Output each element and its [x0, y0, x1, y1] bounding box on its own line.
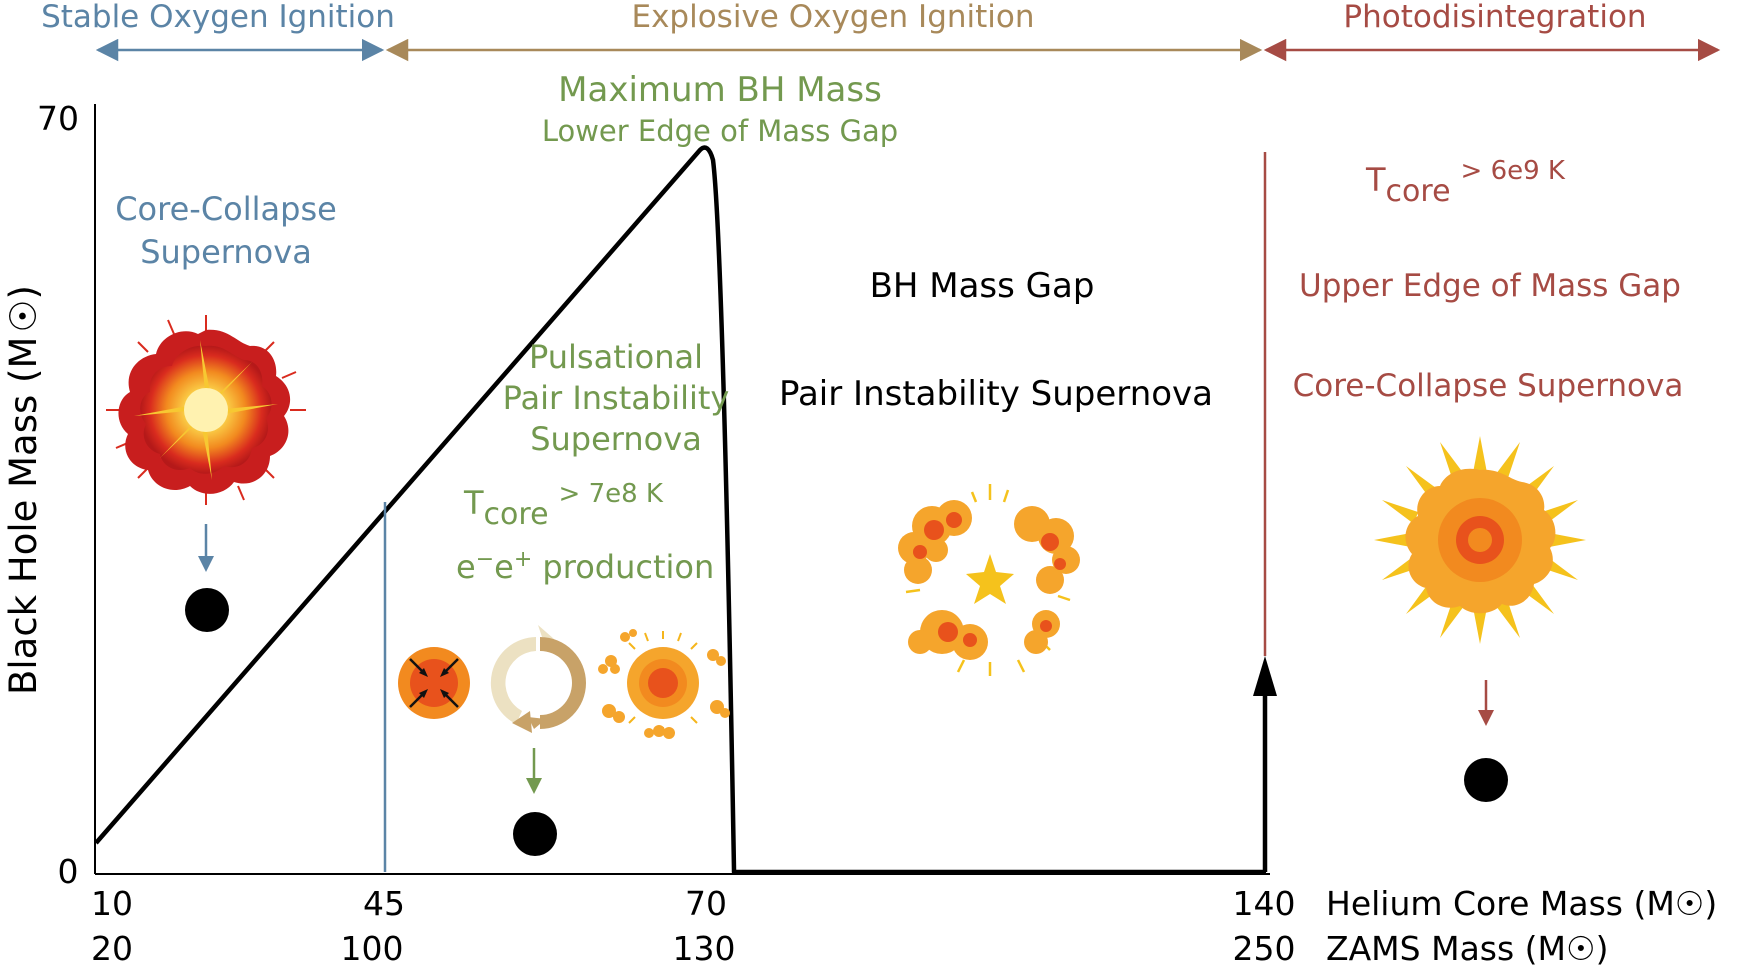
- peak-title: Maximum BH Mass: [558, 70, 882, 110]
- ccsn-left-line1: Core-Collapse: [115, 190, 337, 228]
- cycle-arrows-icon: [490, 625, 586, 733]
- pisn-label: Pair Instability Supernova: [779, 374, 1213, 414]
- helium-tick-70: 70: [685, 884, 727, 923]
- helium-tick-10: 10: [91, 884, 133, 923]
- zams-axis-label: ZAMS Mass (M☉): [1326, 929, 1608, 968]
- zams-tick-20: 20: [91, 929, 133, 968]
- sun-burst-icon: [1374, 436, 1586, 644]
- contracting-core-icon: [398, 647, 470, 719]
- y-axis-label-text: Black Hole Mass (M: [2, 337, 45, 695]
- zams-tick-130: 130: [673, 929, 736, 968]
- sun-symbol-icon: ☉: [2, 299, 45, 332]
- ppisn-tcore: Tcore> 7e8 K: [463, 479, 664, 532]
- ppisn-line1: Pulsational: [529, 338, 703, 376]
- gap-title: BH Mass Gap: [870, 266, 1095, 306]
- ccsn-left-line2: Supernova: [140, 233, 312, 271]
- sun-symbol-icon: ☉: [1566, 929, 1596, 968]
- explosion-icon: [106, 315, 306, 505]
- helium-tick-140: 140: [1233, 884, 1296, 923]
- upper-edge-label: Upper Edge of Mass Gap: [1299, 268, 1681, 304]
- regime-photo-label: Photodisintegration: [1343, 0, 1646, 35]
- right-tcore: Tcore> 6e9 K: [1365, 156, 1566, 209]
- upper-edge-arrowhead: [1253, 656, 1277, 696]
- ppisn-arrowhead: [526, 778, 542, 794]
- helium-axis-label: Helium Core Mass (M☉): [1326, 884, 1717, 923]
- ppisn-line3: Supernova: [530, 420, 702, 458]
- y-tick-70: 70: [37, 99, 79, 138]
- black-hole-icon: [1464, 758, 1508, 802]
- regime-stable-label: Stable Oxygen Ignition: [41, 0, 395, 35]
- sun-symbol-icon: ☉: [1675, 884, 1705, 923]
- ccsn-right-arrowhead: [1478, 710, 1494, 726]
- peak-subtitle: Lower Edge of Mass Gap: [542, 114, 898, 148]
- helium-tick-45: 45: [363, 884, 405, 923]
- ccsn-right-label: Core-Collapse Supernova: [1293, 368, 1684, 404]
- zams-tick-100: 100: [341, 929, 404, 968]
- y-tick-0: 0: [58, 852, 79, 891]
- bh-mass-curve: [94, 145, 1266, 875]
- pulsation-burst-icon: [598, 629, 730, 739]
- black-hole-icon: [185, 588, 229, 632]
- ccsn-left-arrowhead: [198, 556, 214, 572]
- black-hole-icon: [513, 812, 557, 856]
- ppisn-production: e−e+ production: [456, 547, 714, 586]
- svg-text:Black Hole Mass (M☉): Black Hole Mass (M☉): [2, 285, 45, 695]
- zams-tick-250: 250: [1233, 929, 1296, 968]
- pair-instability-explosion-icon: [898, 484, 1080, 676]
- regime-explosive-label: Explosive Oxygen Ignition: [631, 0, 1034, 35]
- ppisn-line2: Pair Instability: [503, 379, 730, 417]
- y-axis-label: Black Hole Mass (M☉): [2, 285, 45, 695]
